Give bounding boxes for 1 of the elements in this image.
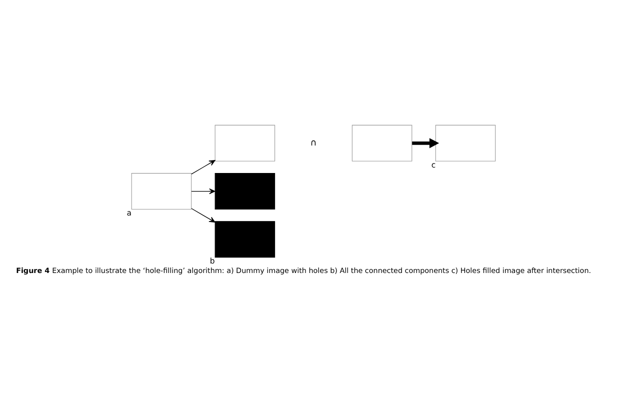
label: ∩	[310, 138, 317, 148]
